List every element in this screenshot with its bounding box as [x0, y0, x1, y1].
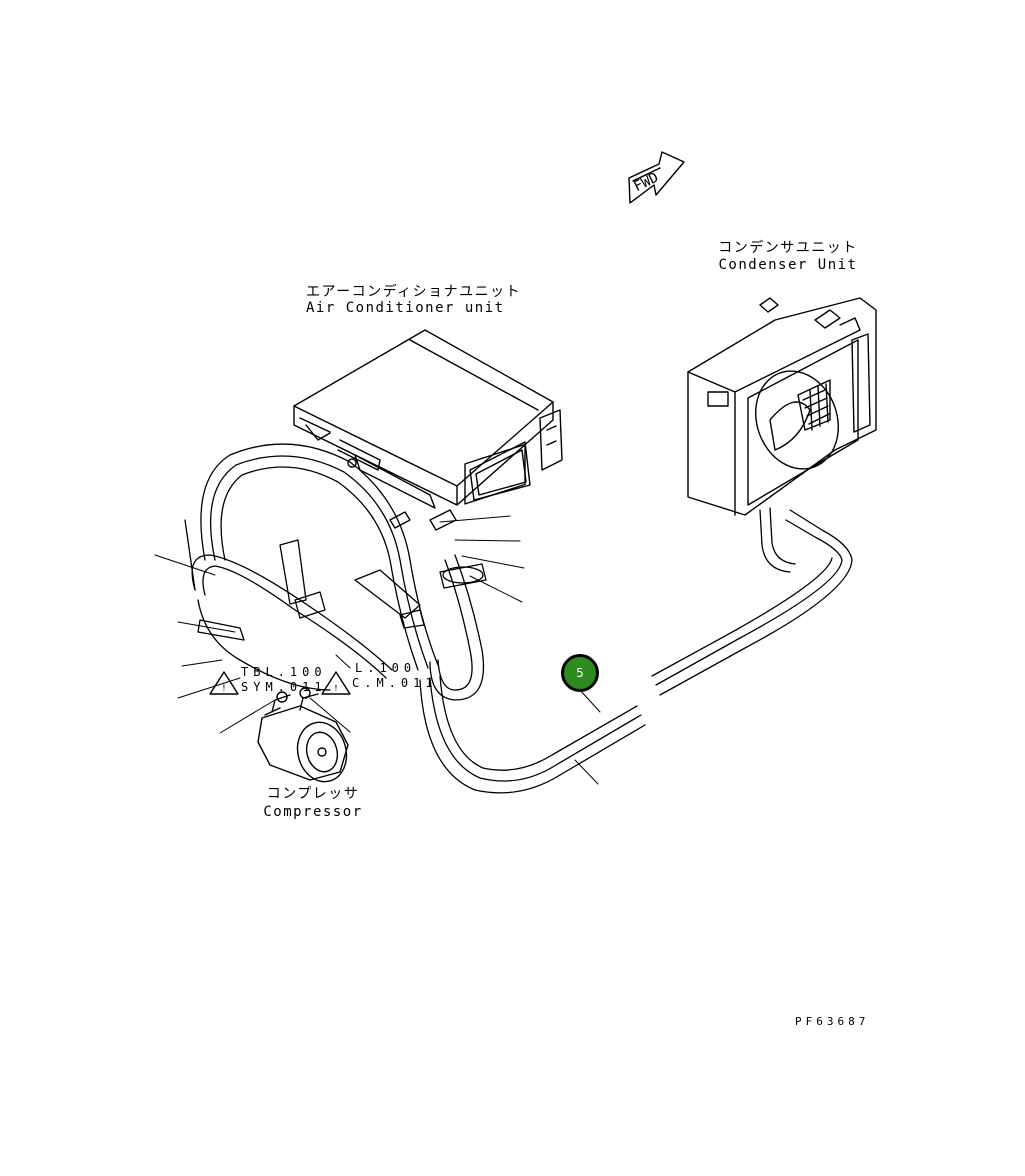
hose-lines: [184, 443, 853, 794]
sym-code-label: SYM.011: [241, 680, 327, 694]
l-code-label: L.100: [355, 661, 417, 675]
compressor-label-jp: コンプレッサ: [266, 786, 360, 802]
condenser-unit-drawing: [687, 297, 877, 516]
svg-text:!: !: [333, 684, 338, 694]
tbl-code-label: TBL.100: [241, 665, 327, 679]
compressor-label-en: Compressor: [263, 804, 363, 820]
leader-lines: [154, 515, 601, 785]
air-conditioner-label-en: Air Conditioner unit: [306, 300, 505, 316]
air-conditioner-unit-drawing: [293, 329, 563, 531]
condenser-label-jp: コンデンサユニット: [718, 240, 858, 256]
forward-arrow-icon: FWD: [628, 151, 685, 204]
part-callout-5[interactable]: 5: [561, 654, 599, 692]
warning-triangle-icon: !: [209, 671, 239, 695]
svg-text:!: !: [221, 684, 226, 694]
condenser-label-en: Condenser Unit: [718, 257, 858, 273]
drawing-number: PF63687: [795, 1015, 870, 1028]
compressor-drawing: [257, 687, 349, 783]
cm-code-label: C.M.011: [352, 676, 438, 690]
air-conditioner-label-jp: エアーコンディショナユニット: [306, 284, 522, 300]
warning-triangle-icon: !: [321, 671, 351, 695]
